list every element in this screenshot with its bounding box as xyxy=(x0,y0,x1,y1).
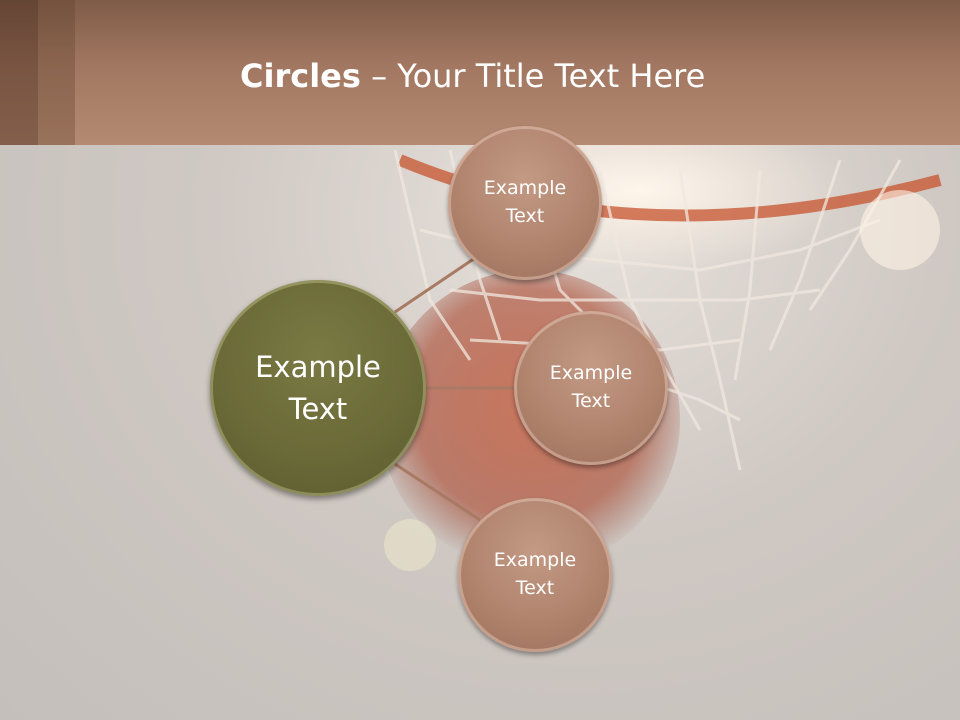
satellite-label-line2: Text xyxy=(505,205,545,227)
title-bold: Circles xyxy=(240,57,361,95)
satellite-label-line2: Text xyxy=(571,390,611,412)
connector-line xyxy=(394,462,481,522)
satellite-label-line1: Example xyxy=(493,549,577,572)
center-label-line2: Text xyxy=(288,392,348,426)
connector-line xyxy=(394,256,476,314)
slide-title: Circles – Your Title Text Here xyxy=(240,55,705,97)
satellite-label-line1: Example xyxy=(483,177,567,200)
header-accent-band xyxy=(38,0,75,145)
header-accent-band xyxy=(0,0,38,145)
center-label-line1: Example xyxy=(255,349,381,384)
satellite-label-line1: Example xyxy=(549,362,633,385)
satellite-label-line2: Text xyxy=(515,577,555,599)
title-text: – Your Title Text Here xyxy=(360,57,706,95)
title-bar: Circles – Your Title Text Here xyxy=(0,0,960,145)
